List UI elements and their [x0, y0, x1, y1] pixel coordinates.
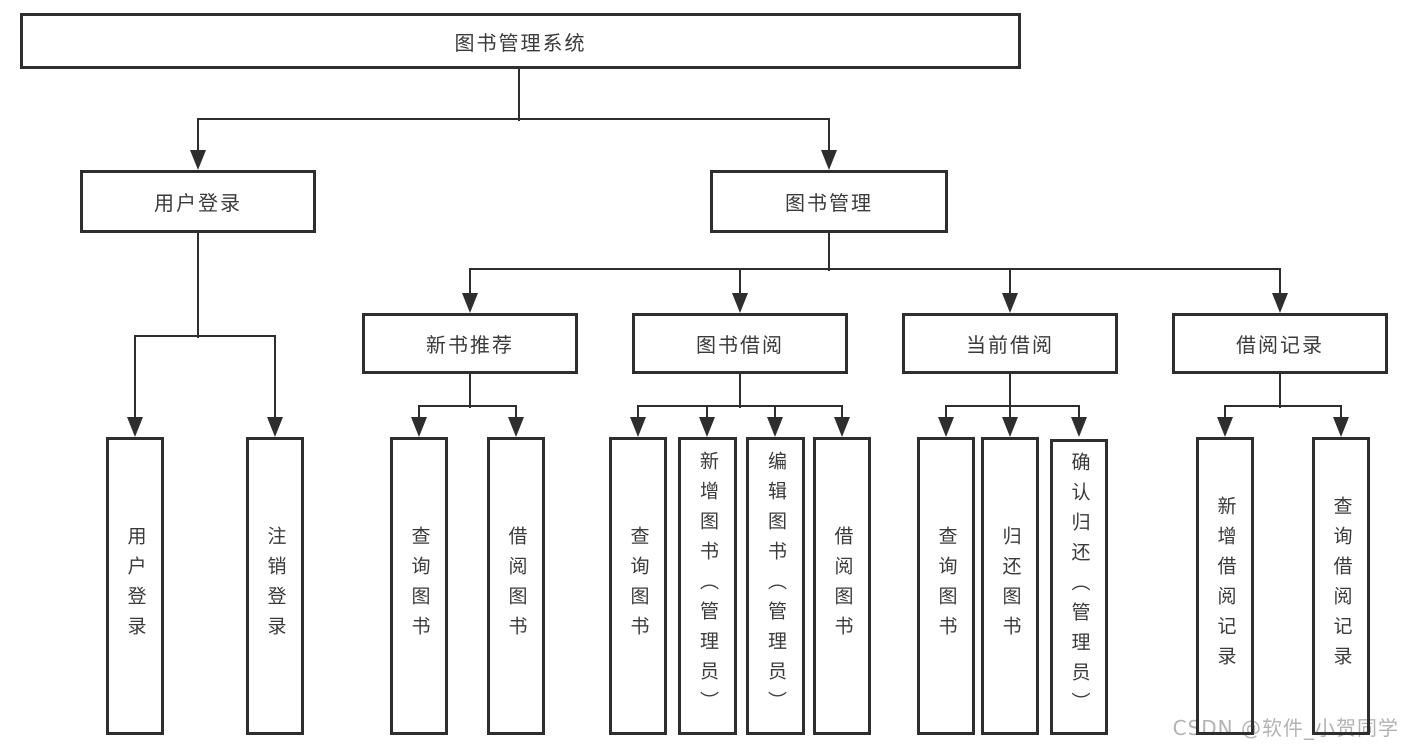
- connector-line: [1009, 374, 1011, 408]
- connector-line: [945, 405, 1080, 407]
- arrowhead-down-icon: [267, 417, 283, 437]
- leaf-confirm-return-admin: 确认归还（管理员）: [1050, 439, 1108, 735]
- connector-line: [1224, 406, 1226, 419]
- node-label: 新书推荐: [426, 333, 514, 357]
- connector-line: [739, 269, 741, 295]
- node-label: 归还图书: [999, 526, 1022, 646]
- node-borrow-records: 借阅记录: [1172, 313, 1388, 374]
- leaf-add-book-admin: 新增图书（管理员）: [678, 437, 737, 735]
- connector-line: [418, 406, 420, 419]
- leaf-query-book-3: 查询图书: [917, 437, 975, 735]
- node-label: 注销登录: [264, 526, 287, 646]
- connector-line: [134, 336, 136, 419]
- arrowhead-down-icon: [699, 417, 715, 437]
- node-label: 用户登录: [154, 191, 242, 215]
- arrowhead-down-icon: [508, 417, 524, 437]
- connector-line: [1224, 405, 1342, 407]
- connector-line: [274, 336, 276, 419]
- node-label: 查询图书: [408, 526, 431, 646]
- connector-line: [637, 406, 639, 419]
- node-current-borrow: 当前借阅: [902, 313, 1118, 374]
- node-label: 用户登录: [124, 526, 147, 646]
- node-book-borrow: 图书借阅: [632, 313, 848, 374]
- arrowhead-down-icon: [1272, 293, 1288, 313]
- connector-line: [197, 118, 830, 120]
- leaf-edit-book-admin: 编辑图书（管理员）: [746, 437, 805, 735]
- connector-line: [1279, 374, 1281, 408]
- node-label: 图书借阅: [696, 333, 784, 357]
- node-user-login: 用户登录: [80, 170, 316, 233]
- node-new-book-recommend: 新书推荐: [362, 313, 578, 374]
- node-book-management: 图书管理: [710, 170, 948, 233]
- leaf-query-book-2: 查询图书: [609, 437, 667, 735]
- arrowhead-down-icon: [127, 417, 143, 437]
- arrowhead-down-icon: [1217, 417, 1233, 437]
- leaf-user-login: 用户登录: [106, 437, 164, 735]
- node-label: 新增图书（管理员）: [697, 451, 719, 721]
- connector-line: [1340, 406, 1342, 419]
- connector-line: [515, 406, 517, 419]
- connector-line: [739, 374, 741, 408]
- node-label: 借阅图书: [505, 526, 528, 646]
- arrowhead-down-icon: [767, 417, 783, 437]
- connector-line: [945, 406, 947, 419]
- connector-line: [1009, 406, 1011, 419]
- leaf-logout: 注销登录: [246, 437, 304, 735]
- node-library-management-system: 图书管理系统: [20, 13, 1021, 69]
- arrowhead-down-icon: [834, 417, 850, 437]
- node-label: 编辑图书（管理员）: [765, 451, 787, 721]
- arrowhead-down-icon: [938, 417, 954, 437]
- arrowhead-down-icon: [462, 293, 478, 313]
- arrowhead-down-icon: [1002, 293, 1018, 313]
- connector-line: [518, 69, 520, 121]
- connector-line: [469, 269, 471, 295]
- connector-line: [828, 233, 830, 271]
- leaf-borrow-book-2: 借阅图书: [813, 437, 871, 735]
- arrowhead-down-icon: [732, 293, 748, 313]
- arrowhead-down-icon: [1333, 417, 1349, 437]
- leaf-borrow-book-1: 借阅图书: [487, 437, 545, 735]
- arrowhead-down-icon: [821, 150, 837, 170]
- connector-line: [828, 119, 830, 152]
- node-label: 图书管理系统: [454, 30, 587, 55]
- arrowhead-down-icon: [411, 417, 427, 437]
- connector-line: [774, 406, 776, 419]
- node-label: 借阅图书: [831, 526, 854, 646]
- connector-line: [706, 406, 708, 419]
- leaf-return-book: 归还图书: [981, 437, 1039, 735]
- csdn-watermark: CSDN @软件_小贺同学: [1172, 716, 1399, 740]
- node-label: 查询图书: [627, 526, 650, 646]
- arrowhead-down-icon: [1071, 417, 1087, 437]
- arrowhead-down-icon: [190, 150, 206, 170]
- node-label: 当前借阅: [966, 333, 1054, 357]
- connector-line: [1279, 269, 1281, 295]
- connector-line: [637, 405, 843, 407]
- node-label: 查询借阅记录: [1330, 496, 1353, 676]
- connector-line: [418, 405, 517, 407]
- connector-line: [469, 268, 1281, 270]
- node-label: 新增借阅记录: [1214, 496, 1237, 676]
- node-label: 查询图书: [935, 526, 958, 646]
- connector-line: [197, 119, 199, 152]
- leaf-add-borrow-record: 新增借阅记录: [1196, 437, 1254, 735]
- leaf-query-borrow-record: 查询借阅记录: [1312, 437, 1370, 735]
- connector-line: [134, 335, 276, 337]
- leaf-query-book-1: 查询图书: [390, 437, 448, 735]
- node-label: 借阅记录: [1236, 333, 1324, 357]
- connector-line: [1009, 269, 1011, 295]
- arrowhead-down-icon: [630, 417, 646, 437]
- arrowhead-down-icon: [1002, 417, 1018, 437]
- connector-line: [841, 406, 843, 419]
- connector-line: [469, 374, 471, 408]
- connector-line: [1078, 406, 1080, 419]
- node-label: 确认归还（管理员）: [1068, 452, 1091, 722]
- node-label: 图书管理: [785, 191, 873, 215]
- connector-line: [197, 233, 199, 338]
